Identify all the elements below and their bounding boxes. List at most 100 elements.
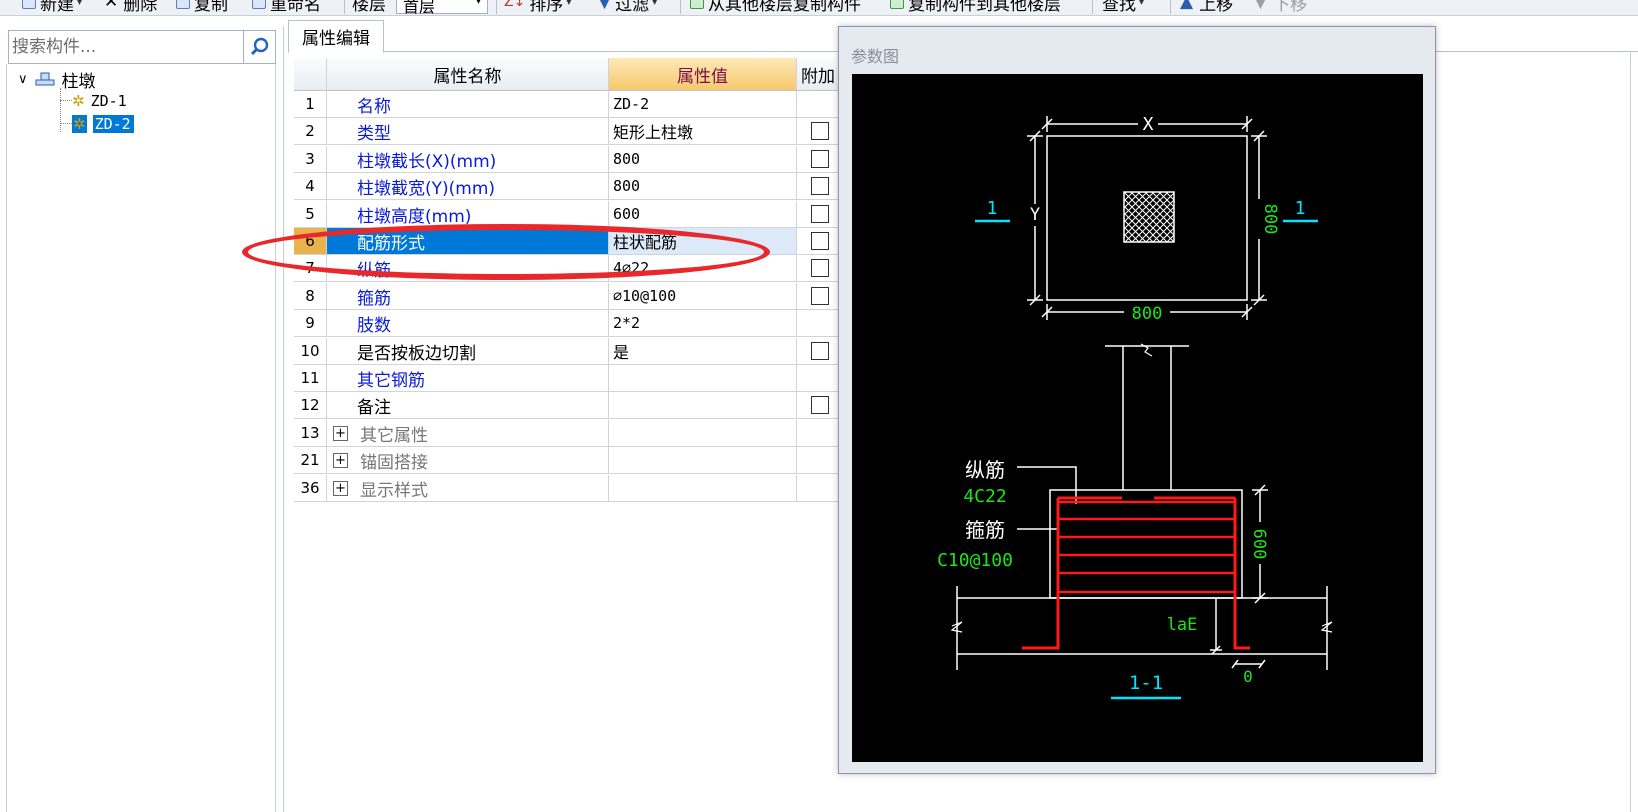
component-panel: ∨ 柱墩 ✲ ZD-1 ✲ ZD-2 [0,26,284,812]
expand-icon[interactable]: + [333,452,348,468]
property-name-cell[interactable]: +锚固搭接 [327,447,609,474]
row-index: 36 [294,475,327,502]
attach-checkbox[interactable] [811,232,829,250]
property-value-cell[interactable] [609,475,797,502]
filter-icon: ▼ [598,0,612,12]
plan-outline [1046,135,1248,301]
attach-checkbox[interactable] [811,205,829,223]
new-button[interactable]: 新建▾ [22,0,83,15]
extra-cell [797,118,845,145]
move-up-button[interactable]: ▲上移 [1180,0,1233,15]
search-input[interactable] [8,30,244,64]
property-value-cell[interactable]: 是 [609,338,797,365]
attach-checkbox[interactable] [811,150,829,168]
tree-connector [60,123,72,124]
pier-icon [35,72,55,86]
chevron-down-icon: ▾ [566,0,572,8]
chevron-down-icon[interactable]: ∨ [18,71,28,87]
property-value: 600 [613,205,641,223]
search-icon [250,37,268,56]
property-value-cell[interactable] [609,420,797,447]
property-value-cell[interactable] [609,447,797,474]
move-down-button[interactable]: ▼下移 [1254,0,1307,15]
search-button[interactable] [244,30,276,64]
attach-checkbox[interactable] [811,287,829,305]
copy-to-floor-button[interactable]: 复制构件到其他楼层 [890,0,1061,15]
property-name-cell[interactable]: + 其它属性 [327,420,609,447]
copy-from-floor-button[interactable]: 从其他楼层复制构件 [690,0,861,15]
attach-checkbox[interactable] [811,122,829,140]
tree-connector [60,100,72,101]
attach-checkbox[interactable] [811,177,829,195]
tree-item-label: ZD-1 [90,92,127,110]
tree-root[interactable]: ∨ 柱墩 [18,68,96,92]
property-name-cell[interactable]: 名称 [327,91,609,118]
header-extra[interactable]: 附加 [797,58,845,91]
property-name: 肢数 [357,315,391,336]
move-down-icon: ▼ [1254,0,1268,12]
property-value-cell[interactable]: 2*2 [609,310,797,337]
expand-icon[interactable]: + [333,480,348,496]
delete-button[interactable]: ✕删除 [104,0,157,15]
property-value-cell[interactable]: ZD-2 [609,91,797,118]
filter-button[interactable]: ▼过滤▾ [598,0,658,15]
find-button[interactable]: 查找▾ [1102,0,1145,15]
chevron-down-icon: ▾ [652,0,658,8]
property-value: 2*2 [613,314,641,332]
tree-item-label: ZD-2 [92,115,134,133]
property-value-cell[interactable]: 800 [609,146,797,173]
tree-root-label: 柱墩 [61,71,96,92]
property-value-cell[interactable]: ⌀10@100 [609,283,797,310]
new-icon [22,0,36,9]
copy-button[interactable]: 复制 [176,0,228,15]
tree-frame [6,64,276,812]
sort-button[interactable]: Z↓排序▾ [504,0,572,15]
property-name-cell[interactable]: 柱墩截宽(Y)(mm) [327,173,609,200]
property-value-cell[interactable]: 矩形上柱墩 [609,118,797,145]
property-name-cell[interactable]: 类型 [327,118,609,145]
chevron-down-icon: ▾ [475,0,481,7]
tree-item-zd1[interactable]: ✲ ZD-1 [72,90,127,112]
property-name-cell[interactable]: 是否按板边切割 [327,338,609,365]
property-name: 柱墩截宽(Y)(mm) [357,178,496,199]
property-name-cell[interactable]: 备注 [327,392,609,419]
property-name: 其它属性 [360,425,428,446]
property-name: 柱墩高度(mm) [357,206,472,227]
tree-item-zd2[interactable]: ✲ ZD-2 [72,113,134,135]
property-value-cell[interactable] [609,365,797,392]
row-index: 8 [294,283,327,310]
rename-icon [252,0,266,9]
property-name-cell[interactable]: 其它钢筋 [327,365,609,392]
property-value-cell[interactable]: 800 [609,173,797,200]
expand-icon[interactable]: + [333,425,348,441]
header-property-value[interactable]: 属性值 [609,58,797,91]
property-value: 800 [613,150,641,168]
property-name-cell[interactable]: 柱墩截长(X)(mm) [327,146,609,173]
floor-select[interactable]: 首层▾ [396,0,488,15]
attach-checkbox[interactable] [811,259,829,277]
property-name: 备注 [357,397,391,418]
plan-y-label: Y [1030,205,1040,225]
toolbar-separator [1170,0,1171,14]
chevron-down-icon: ▾ [77,0,83,8]
param-window-title: 参数图 [851,47,900,66]
chevron-down-icon: ▾ [1139,0,1145,8]
section-height-dim: 600 [1249,529,1269,560]
rebar-drawing [1022,496,1250,650]
property-value-cell[interactable] [609,392,797,419]
property-name-cell[interactable]: 肢数 [327,310,609,337]
attach-checkbox[interactable] [811,396,829,414]
property-name-cell[interactable]: 箍筋 [327,283,609,310]
property-name: 显示样式 [360,480,428,501]
header-property-name[interactable]: 属性名称 [327,58,609,91]
tab-property-edit[interactable]: 属性编辑 [288,20,384,53]
attach-checkbox[interactable] [811,342,829,360]
rename-button[interactable]: 重命名 [252,0,321,15]
property-value-cell[interactable]: 600 [609,201,797,228]
sort-icon: Z↓ [504,0,526,10]
property-name-cell[interactable]: + 显示样式 [327,475,609,502]
row-index: 2 [294,118,327,145]
gear-icon: ✲ [72,115,87,133]
parameter-diagram-window[interactable]: 参数图 [838,26,1436,774]
stirrup-label: 箍筋 [965,518,1005,542]
